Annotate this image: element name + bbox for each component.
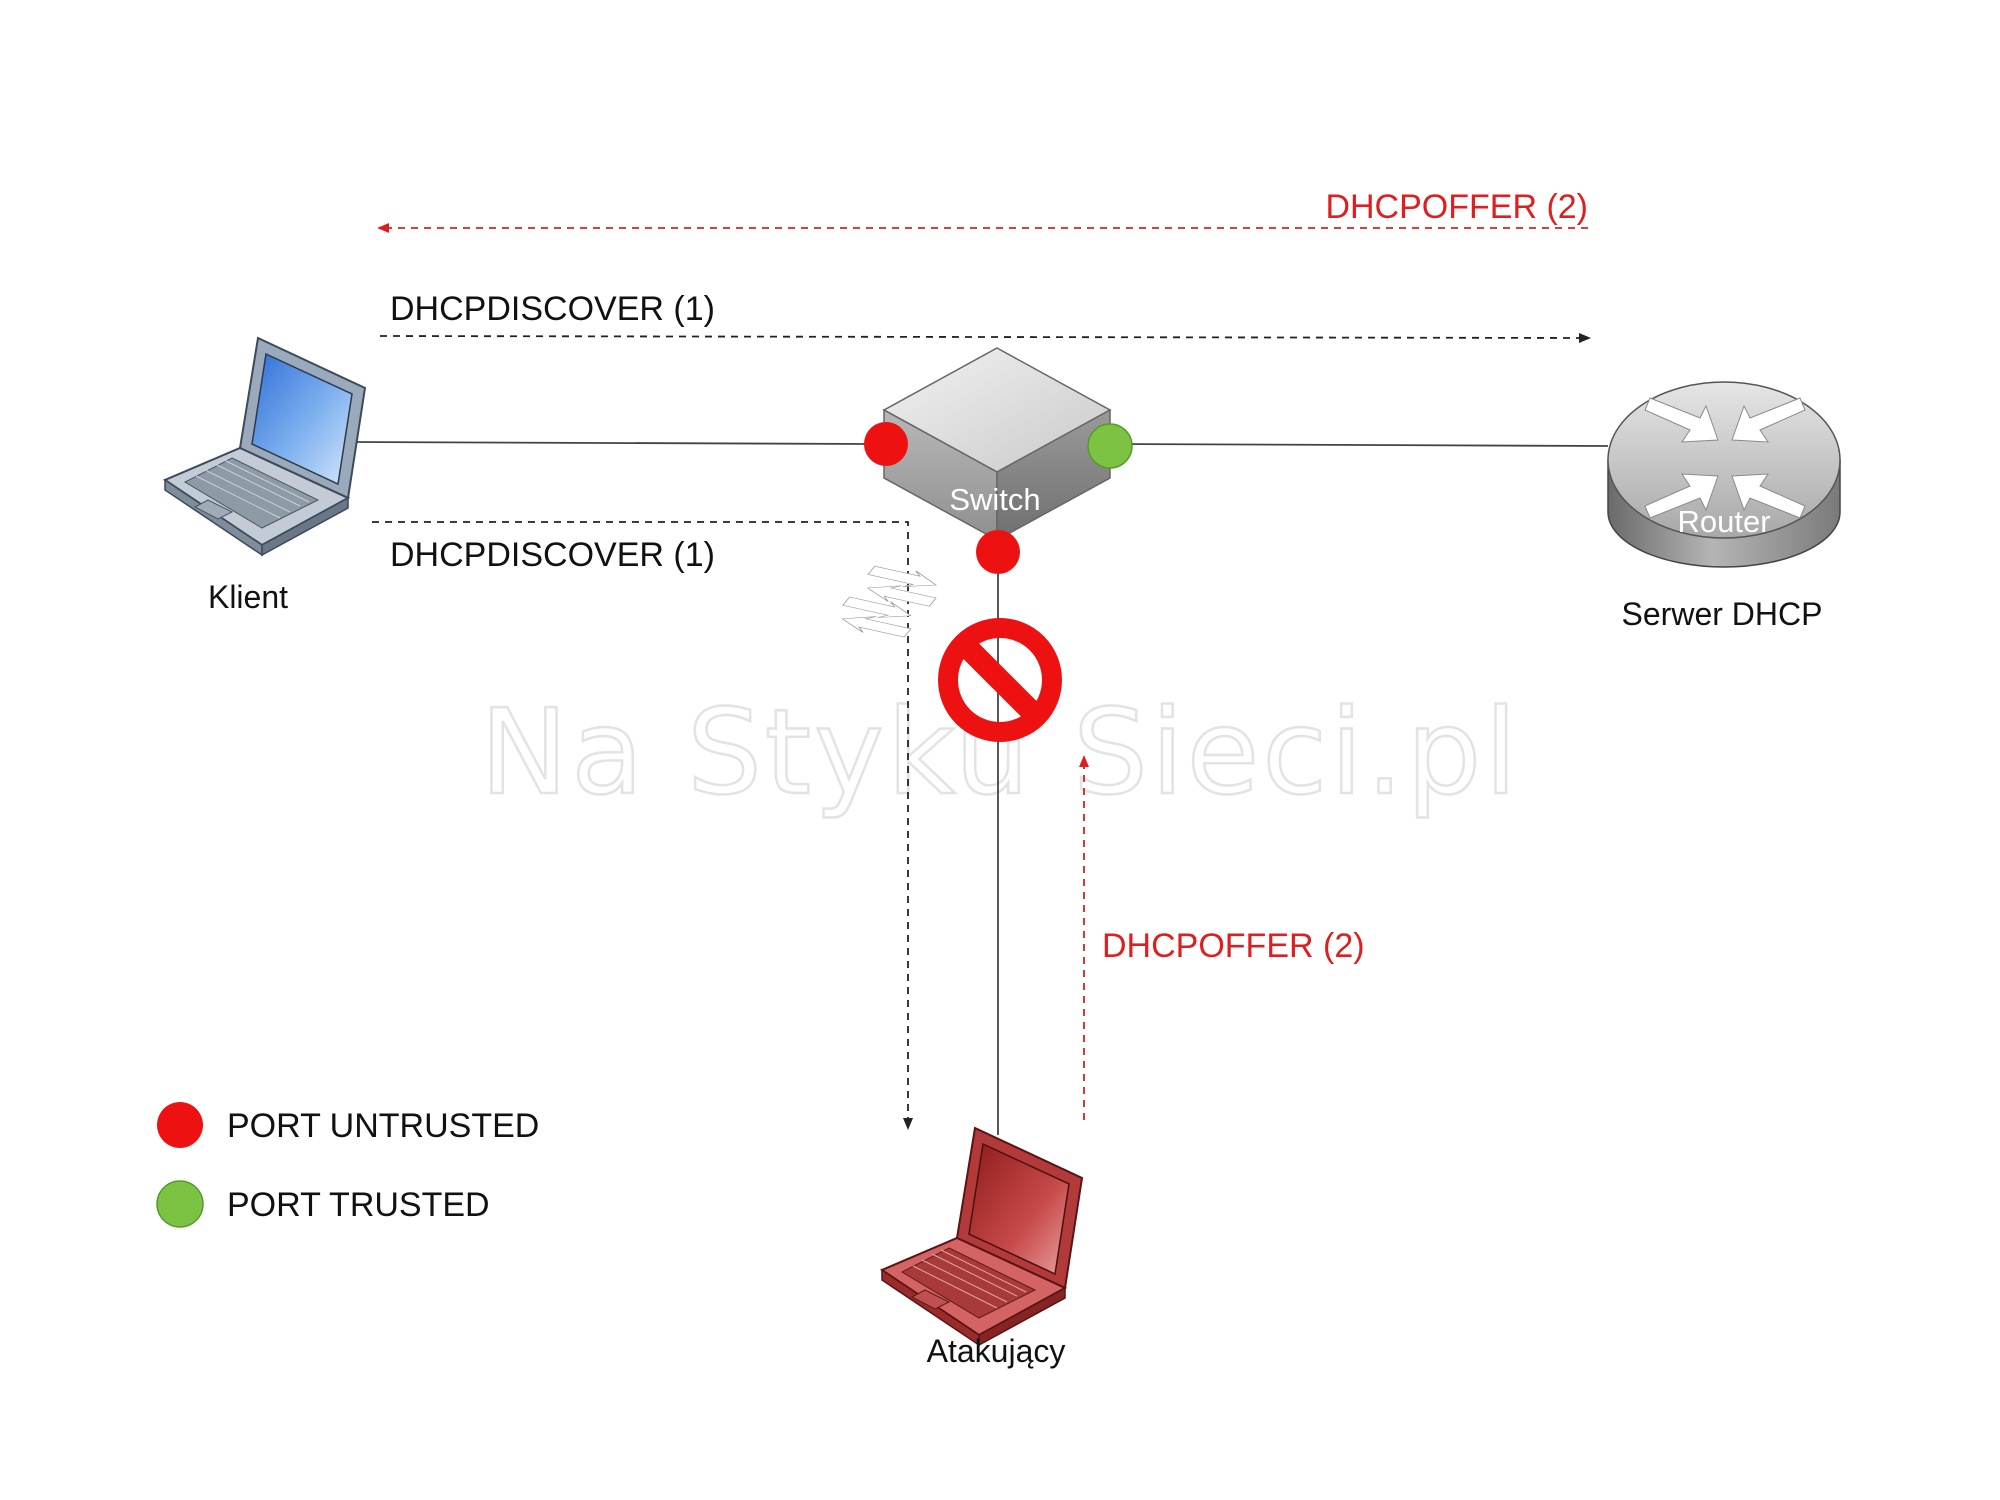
client-laptop-icon[interactable] <box>162 336 367 557</box>
router-label: Router <box>1677 504 1770 539</box>
attacker-label: Atakujący <box>927 1333 1066 1369</box>
offer-top-arrowhead <box>377 223 389 233</box>
links <box>354 441 1609 1135</box>
watermark-text: Na Styku Sieci.pl <box>480 683 1520 821</box>
port-untrusted-client-side[interactable] <box>864 422 908 466</box>
message-discover-top: DHCPDISCOVER (1) <box>390 290 715 328</box>
legend: PORT UNTRUSTED PORT TRUSTED <box>156 1102 539 1228</box>
discover-top-arrow <box>379 335 1583 339</box>
message-offer-top: DHCPOFFER (2) <box>1325 188 1588 226</box>
port-untrusted-attacker-side[interactable] <box>976 530 1020 574</box>
legend-trusted-dot <box>156 1180 204 1228</box>
discover-top-arrowhead <box>1579 333 1591 343</box>
discover-down-arrow <box>372 521 909 1120</box>
discover-down-arrowhead <box>903 1118 913 1130</box>
port-trusted-router-side[interactable] <box>1087 423 1133 469</box>
attacker-laptop-icon[interactable] <box>879 1126 1084 1347</box>
router-caption: Serwer DHCP <box>1622 596 1823 632</box>
legend-item-trusted: PORT TRUSTED <box>156 1180 490 1228</box>
message-arrows <box>372 223 1591 1130</box>
link-client-switch <box>354 441 871 445</box>
blocked-icon <box>938 618 1062 742</box>
legend-trusted-label: PORT TRUSTED <box>227 1186 490 1224</box>
link-switch-router <box>1109 443 1609 447</box>
offer-attacker-arrowhead <box>1079 755 1089 767</box>
switch-label: Switch <box>949 482 1040 517</box>
message-offer-attacker: DHCPOFFER (2) <box>1102 927 1365 965</box>
legend-untrusted-dot <box>157 1102 203 1148</box>
router-icon[interactable] <box>1607 381 1841 568</box>
switch-icon[interactable] <box>836 347 1112 641</box>
legend-untrusted-label: PORT UNTRUSTED <box>227 1107 539 1145</box>
legend-item-untrusted: PORT UNTRUSTED <box>157 1102 539 1148</box>
client-label: Klient <box>208 579 288 615</box>
message-discover-down: DHCPDISCOVER (1) <box>390 536 715 574</box>
